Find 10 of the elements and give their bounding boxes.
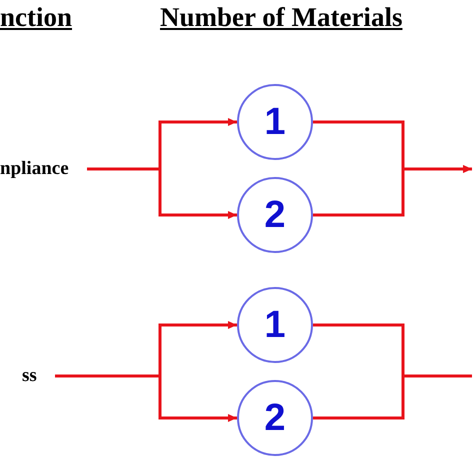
arrow bbox=[87, 168, 237, 219]
material-circle: 2 bbox=[237, 177, 313, 253]
material-circle: 1 bbox=[237, 287, 313, 363]
function-label: ss bbox=[22, 365, 37, 387]
material-circle: 1 bbox=[237, 84, 313, 160]
function-label: npliance bbox=[0, 158, 69, 180]
arrow bbox=[313, 165, 472, 216]
material-circle: 2 bbox=[237, 380, 313, 456]
column-heading: nction bbox=[0, 2, 72, 33]
column-heading: Number of Materials bbox=[160, 2, 402, 33]
